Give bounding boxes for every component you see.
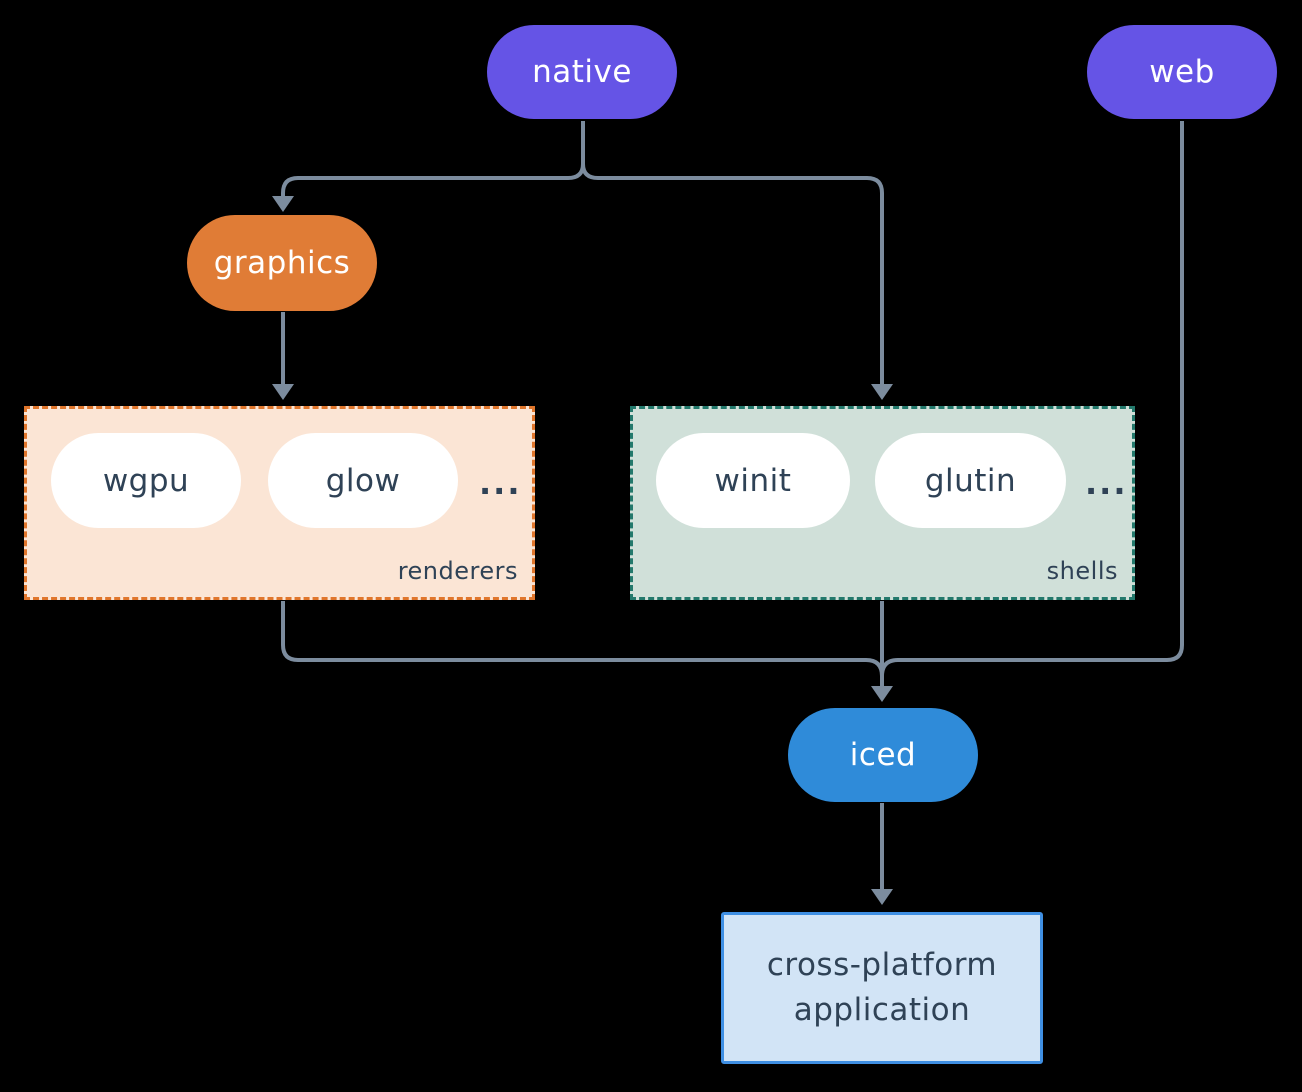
group-renderers: wgpu glow ... renderers [24,406,535,600]
app-label-line1: cross-platform [766,947,998,984]
renderers-ellipsis: ... [479,464,522,502]
node-iced: iced [788,708,978,802]
group-shells: winit glutin ... shells [630,406,1135,600]
node-graphics: graphics [187,215,377,311]
arrowhead-into-iced [871,686,893,702]
arrowhead-into-graphics [272,196,294,212]
arrowhead-into-app [871,889,893,905]
renderers-group-label: renderers [397,557,518,585]
arrowhead-into-shells [871,384,893,400]
app-label-line2: application [793,992,971,1028]
cross-platform-application-box: cross-platform application [721,912,1043,1064]
node-glutin: glutin [875,433,1066,528]
node-wgpu: wgpu [51,433,241,528]
node-web: web [1087,25,1277,119]
arrowhead-into-renderers [272,384,294,400]
node-native: native [487,25,677,119]
shells-group-label: shells [1046,557,1118,585]
node-winit: winit [656,433,850,528]
node-glow: glow [268,433,458,528]
connector-native-to-shells [581,121,884,384]
connector-renderers-to-iced [281,601,884,687]
connector-native-to-graphics [281,121,585,196]
shells-ellipsis: ... [1085,464,1128,502]
